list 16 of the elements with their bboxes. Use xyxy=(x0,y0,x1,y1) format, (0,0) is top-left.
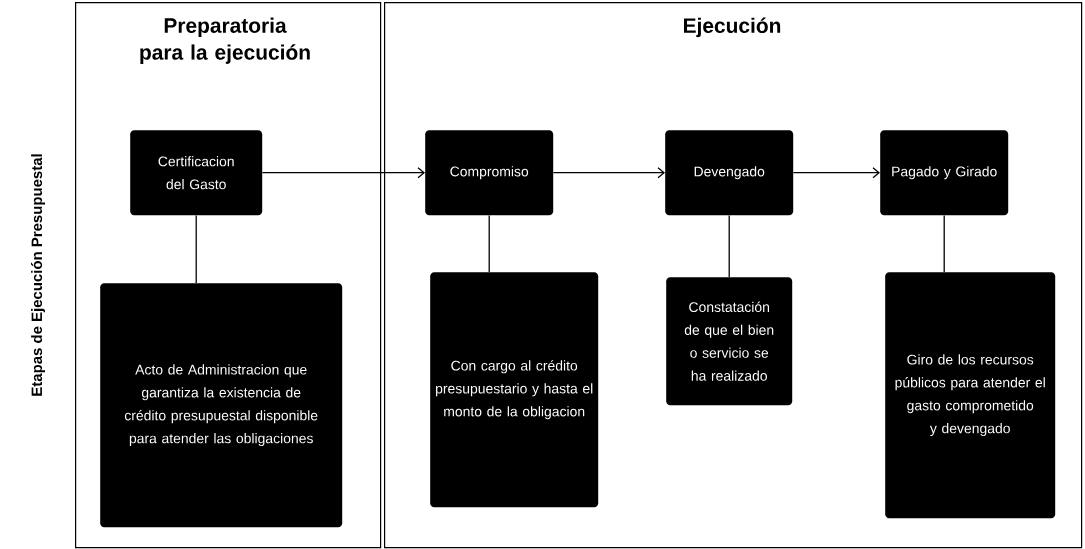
arrow xyxy=(261,167,425,179)
description-box: Con cargo al crédito presupuestario y hasta el monto de la obligacion xyxy=(430,272,599,508)
connector-line xyxy=(488,214,490,273)
stage-box: Certificacion del Gasto xyxy=(130,130,263,216)
description-box: Giro de los recursos públicos para atender el gasto comprometido y devengado xyxy=(885,272,1056,519)
arrow xyxy=(552,167,665,179)
description-box: Acto de Administracion que garantiza la existencia de crédito presupuestal disponible para atender las obligaciones xyxy=(100,283,343,528)
arrow xyxy=(792,167,880,179)
stage-box: Pagado y Girado xyxy=(880,130,1009,216)
connector-line xyxy=(728,214,730,278)
stage-box: Compromiso xyxy=(425,130,554,216)
description-box: Constatación de que el bien o servicio se ha realizado xyxy=(666,277,793,406)
connector-line xyxy=(195,214,197,284)
stage-box: Devengado xyxy=(665,130,794,216)
connector-line xyxy=(943,214,945,273)
side-label: Etapas de Ejecución Presupuestal xyxy=(31,154,46,396)
